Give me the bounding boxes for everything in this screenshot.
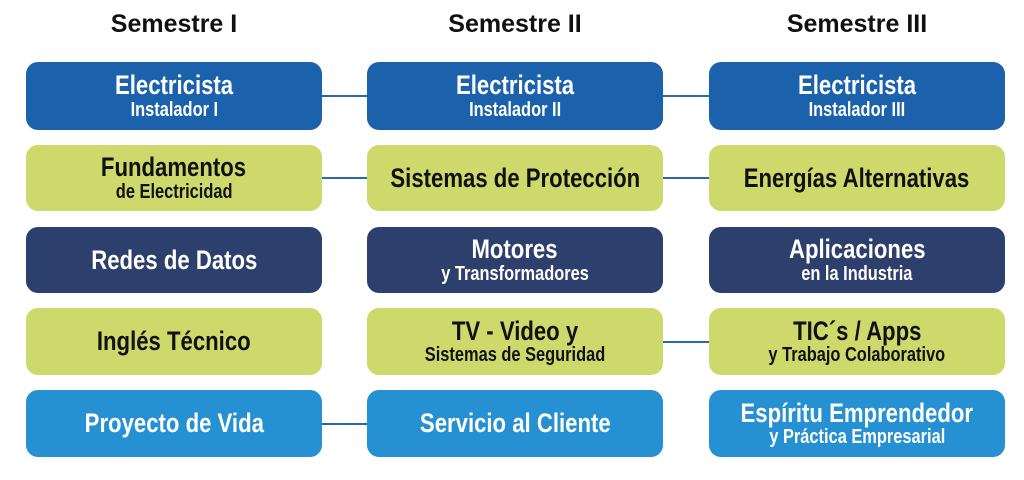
course-title: Electricista — [114, 70, 234, 101]
course-title: Servicio al Cliente — [419, 408, 611, 439]
course-subtitle: en la Industria — [801, 262, 913, 285]
course-subtitle: Instalador I — [130, 98, 218, 121]
course-box: Proyecto de Vida — [26, 390, 322, 457]
header-semestre-3: Semestre III — [786, 10, 928, 38]
course-subtitle: Instalador II — [468, 98, 562, 121]
course-subtitle: Instalador III — [808, 98, 906, 121]
header-semestre-2: Semestre II — [448, 10, 582, 38]
course-title: Energías Alternativas — [744, 162, 970, 193]
course-title: Proyecto de Vida — [84, 408, 264, 439]
course-title: Fundamentos — [101, 152, 247, 183]
connector-line — [322, 177, 367, 179]
course-title: Redes de Datos — [90, 244, 258, 275]
course-title: Electricista — [455, 70, 575, 101]
connector-line — [663, 177, 709, 179]
header-semestre-1: Semestre I — [110, 10, 238, 38]
course-title: Sistemas de Protección — [390, 162, 640, 193]
course-box: Redes de Datos — [26, 227, 322, 293]
connector-line — [322, 422, 367, 425]
course-box: Energías Alternativas — [709, 145, 1005, 211]
course-title: TV - Video y — [451, 315, 579, 346]
course-subtitle: Sistemas de Seguridad — [424, 344, 606, 367]
course-box: Inglés Técnico — [26, 308, 322, 375]
course-title: TIC´s / Apps — [792, 315, 922, 346]
course-title: Motores — [471, 234, 559, 265]
course-subtitle: y Trabajo Colaborativo — [768, 344, 946, 367]
course-title: Electricista — [797, 70, 917, 101]
course-title: Aplicaciones — [788, 234, 926, 265]
connector-line — [663, 340, 709, 343]
connector-line — [663, 95, 709, 97]
course-subtitle: de Electricidad — [115, 180, 233, 203]
course-title: Espíritu Emprendedor — [740, 397, 974, 428]
course-box: Sistemas de Protección — [367, 145, 663, 211]
connector-line — [322, 95, 367, 97]
course-title: Inglés Técnico — [97, 326, 251, 357]
course-subtitle: y Práctica Empresarial — [769, 426, 945, 449]
course-subtitle: y Transformadores — [441, 262, 589, 285]
course-box: Servicio al Cliente — [367, 390, 663, 457]
